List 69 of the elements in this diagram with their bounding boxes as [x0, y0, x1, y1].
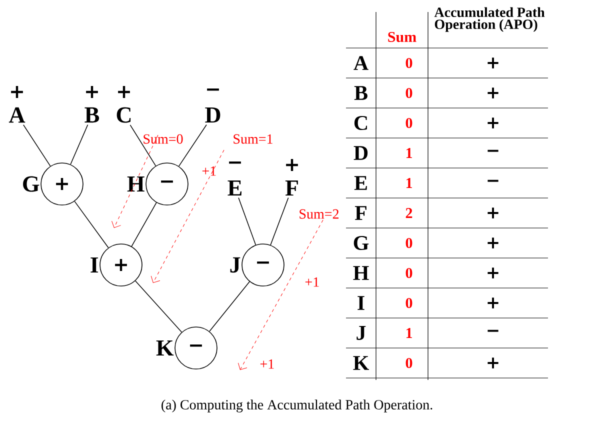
node-letter: H: [127, 176, 144, 192]
sign: +: [11, 86, 23, 98]
row-letter: J: [356, 326, 366, 340]
sum-value: 1: [406, 178, 412, 188]
leaf-letter: E: [228, 180, 242, 196]
row-letter: C: [354, 116, 367, 130]
row-letter: H: [353, 266, 369, 280]
sign: +: [488, 238, 498, 248]
annotation: Sum=2: [300, 209, 338, 219]
row-letter: G: [354, 236, 369, 250]
sign: −: [229, 162, 241, 164]
sum-value: 0: [406, 118, 412, 128]
row-letter: F: [354, 206, 366, 220]
sum-value: 2: [406, 208, 412, 218]
row-letter: B: [354, 86, 368, 100]
row-letter: I: [358, 296, 364, 310]
leaf-letter: A: [8, 107, 26, 123]
sum-value: 1: [406, 328, 412, 338]
leaf-letter: D: [205, 107, 220, 123]
node-letter: I: [90, 257, 98, 273]
sum-value: 1: [406, 148, 412, 158]
sign: −: [207, 88, 219, 91]
column-header: Accumulated Path Operation (APO): [434, 7, 545, 32]
sign: +: [86, 86, 98, 98]
sign: −: [488, 150, 498, 152]
tree-edge: [131, 202, 157, 247]
annotation: +1: [305, 277, 319, 287]
sum-value: 0: [406, 58, 412, 68]
row-letter: A: [354, 56, 368, 70]
sum-value: 0: [406, 238, 412, 248]
node-letter: K: [156, 340, 174, 356]
sign: +: [118, 86, 130, 98]
column-header: Sum: [388, 32, 416, 42]
tree-edge: [130, 124, 156, 166]
sign: +: [488, 298, 498, 308]
annotation: Sum=0: [144, 134, 183, 144]
tree-edge: [74, 200, 109, 248]
tree-edge: [270, 197, 289, 246]
leaf-letter: F: [285, 180, 298, 196]
tree-edge: [70, 124, 88, 165]
sum-value: 0: [406, 298, 412, 308]
tree-edge: [134, 280, 182, 333]
sign: +: [488, 208, 498, 218]
row-letter: D: [354, 146, 368, 160]
tree-edge: [238, 197, 256, 246]
leaf-letter: C: [116, 107, 131, 123]
annotation: +1: [202, 166, 216, 176]
annotation: Sum=1: [234, 134, 272, 144]
sign: +: [488, 118, 498, 128]
caption: (a) Computing the Accumulated Path Operation.: [162, 400, 432, 412]
leaf-letter: B: [84, 107, 100, 123]
annotation: +1: [260, 359, 274, 369]
sign: +: [488, 268, 498, 278]
sign: +: [488, 358, 498, 368]
sign: +: [488, 88, 498, 98]
sum-value: 0: [406, 268, 412, 278]
tree-edge: [23, 124, 51, 166]
tree-edge: [178, 124, 207, 167]
sum-value: 0: [406, 358, 412, 368]
node-letter: J: [230, 257, 240, 273]
sign: −: [488, 330, 498, 332]
sign: +: [286, 159, 298, 171]
row-letter: K: [353, 356, 369, 370]
row-letter: E: [354, 176, 367, 190]
sign: −: [488, 180, 498, 182]
tree-edge: [209, 281, 250, 332]
node-letter: G: [23, 176, 40, 192]
sign: +: [488, 58, 498, 68]
sum-value: 0: [406, 88, 412, 98]
